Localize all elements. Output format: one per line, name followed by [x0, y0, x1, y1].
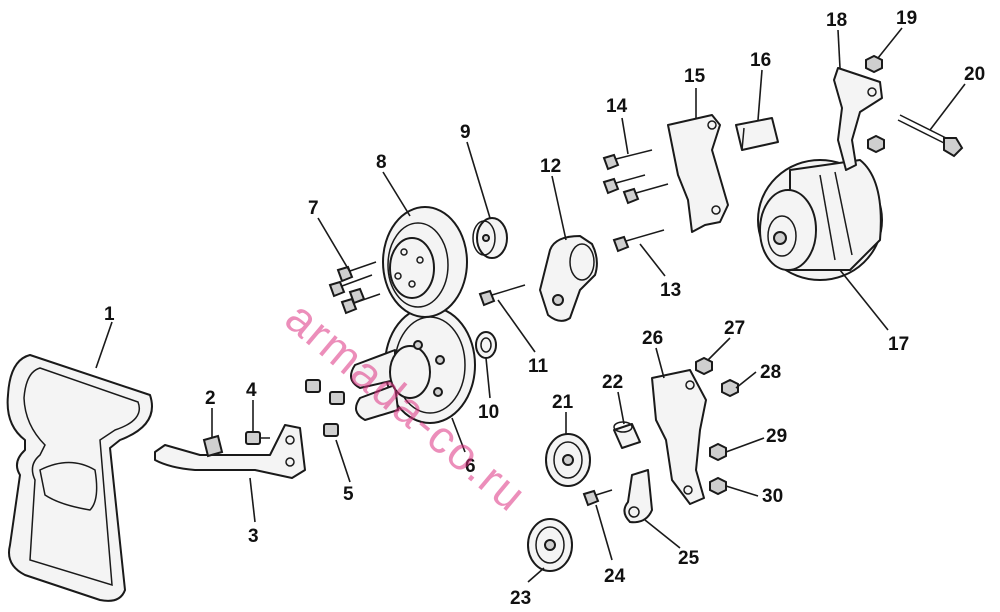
- callout-29: 29: [766, 426, 787, 447]
- leader-5: [335, 439, 351, 483]
- leader-9: [466, 141, 491, 219]
- leader-30: [725, 485, 759, 497]
- callout-16: 16: [750, 50, 771, 71]
- part-clip: [202, 434, 224, 458]
- part-belt: [6, 354, 153, 602]
- leader-25: [644, 519, 681, 549]
- part-alternator-bracket: [667, 114, 729, 233]
- callout-30: 30: [762, 486, 783, 507]
- leader-6: [451, 417, 466, 453]
- callout-4: 4: [246, 380, 257, 401]
- callout-8: 8: [376, 152, 387, 173]
- callout-14: 14: [606, 96, 628, 117]
- leader-13: [639, 243, 666, 277]
- part-nut-29: [709, 442, 727, 462]
- part-upper-bracket: [833, 67, 883, 171]
- part-water-pump: [350, 306, 476, 424]
- part-long-bolt-20: [897, 114, 964, 158]
- part-nut-28: [721, 378, 739, 398]
- part-pulley-large: [382, 206, 468, 318]
- callout-9: 9: [460, 122, 471, 143]
- part-sleeve-22: [613, 421, 641, 449]
- callout-17: 17: [888, 334, 909, 355]
- leader-27: [707, 337, 731, 361]
- leader-16: [757, 69, 763, 121]
- leader-22: [617, 391, 625, 425]
- leader-19: [877, 27, 903, 59]
- callout-24: 24: [604, 566, 626, 587]
- callout-1: 1: [104, 304, 115, 325]
- part-bolt-13: [612, 229, 665, 253]
- leader-lines: [95, 27, 966, 583]
- part-spacer: [472, 217, 508, 259]
- part-nut-19: [865, 54, 883, 74]
- leader-3: [249, 477, 256, 523]
- part-bolt-4: [245, 431, 270, 445]
- callout-26: 26: [642, 328, 663, 349]
- part-nut-30: [709, 476, 727, 496]
- leader-26: [655, 347, 665, 379]
- callout-10: 10: [478, 402, 499, 423]
- leader-1: [95, 321, 113, 369]
- callout-27: 27: [724, 318, 745, 339]
- part-bolt-24: [582, 489, 613, 507]
- part-nut-27: [695, 356, 713, 376]
- leader-8: [382, 171, 411, 217]
- callout-20: 20: [964, 64, 985, 85]
- part-bolts-5: [305, 379, 345, 437]
- leader-10: [485, 357, 491, 399]
- part-tensioner: [539, 235, 598, 322]
- part-block: [735, 117, 779, 151]
- part-seal-ring: [475, 331, 497, 359]
- leader-18: [837, 29, 841, 69]
- callout-12: 12: [540, 156, 561, 177]
- leader-24: [595, 504, 613, 561]
- callout-15: 15: [684, 66, 706, 87]
- callout-23: 23: [510, 588, 531, 609]
- part-alternator: [757, 159, 883, 281]
- leader-17: [839, 269, 889, 331]
- leader-12: [551, 175, 567, 241]
- part-nut-small: [867, 134, 885, 154]
- callout-22: 22: [602, 372, 623, 393]
- callout-19: 19: [896, 8, 917, 29]
- callout-18: 18: [826, 10, 847, 31]
- leader-7: [317, 217, 351, 273]
- leader-11: [497, 299, 536, 353]
- part-idler-pulley-21: [545, 433, 591, 487]
- callout-28: 28: [760, 362, 781, 383]
- callout-5: 5: [343, 484, 354, 505]
- callout-labels: 1 2 3 4 5 6 7 8 9 10 11 12 13 14 15 16 1…: [104, 8, 985, 609]
- part-lever-25: [623, 469, 653, 524]
- callout-2: 2: [205, 388, 216, 409]
- callout-11: 11: [528, 356, 549, 377]
- callout-13: 13: [660, 280, 681, 301]
- callout-21: 21: [552, 392, 574, 413]
- part-lower-bracket: [651, 369, 707, 505]
- part-bolts-14: [602, 149, 669, 205]
- part-bracket-arm: [154, 424, 306, 479]
- callout-7: 7: [308, 198, 319, 219]
- callout-6: 6: [465, 456, 476, 477]
- callout-3: 3: [248, 526, 259, 547]
- leader-28: [735, 371, 757, 389]
- leader-29: [725, 437, 765, 453]
- part-bolts-7: [328, 261, 381, 315]
- part-bolt-11: [478, 284, 526, 307]
- part-idler-pulley-23: [527, 518, 573, 572]
- leader-23: [527, 567, 545, 583]
- leader-14: [621, 117, 629, 155]
- callout-25: 25: [678, 548, 700, 569]
- leader-20: [929, 83, 966, 131]
